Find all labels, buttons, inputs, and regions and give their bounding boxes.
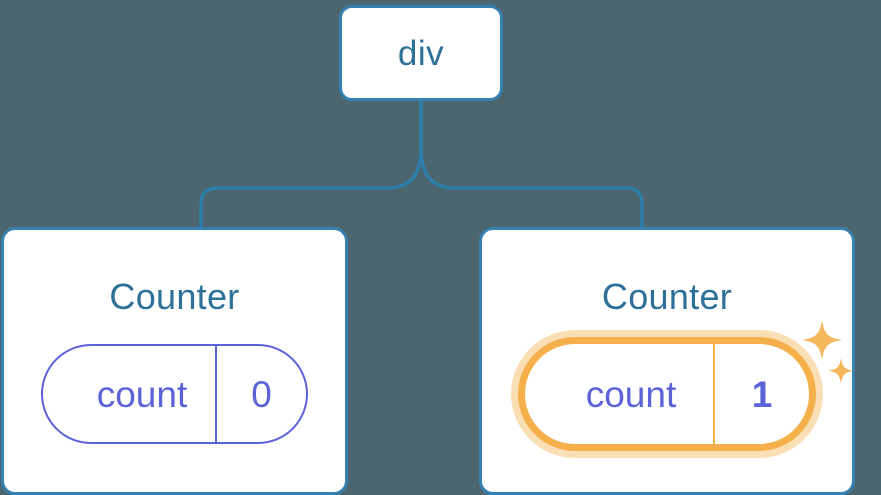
sparkle-small-icon <box>828 358 854 384</box>
node-counter-right-label: Counter <box>601 276 733 317</box>
state-pill-right[interactable]: count 1 <box>525 344 809 444</box>
state-pill-right-key: count <box>585 373 677 415</box>
node-div-label: div <box>397 33 445 73</box>
state-pill-left[interactable]: count 0 <box>41 344 308 444</box>
node-counter-left-label: Counter <box>109 276 240 317</box>
node-div[interactable]: div <box>339 5 503 101</box>
state-pill-left-key: count <box>96 373 188 415</box>
state-pill-left-wrapper: count 0 <box>41 344 308 444</box>
connector-right-branch <box>419 98 644 230</box>
connector-left-branch <box>199 98 423 230</box>
node-counter-left[interactable]: Counter count 0 <box>1 227 348 495</box>
state-pill-right-wrapper: count 1 <box>525 320 854 444</box>
node-counter-right[interactable]: Counter count 1 <box>479 227 855 495</box>
state-pill-left-value: 0 <box>215 346 306 442</box>
state-pill-right-value: 1 <box>713 344 809 444</box>
